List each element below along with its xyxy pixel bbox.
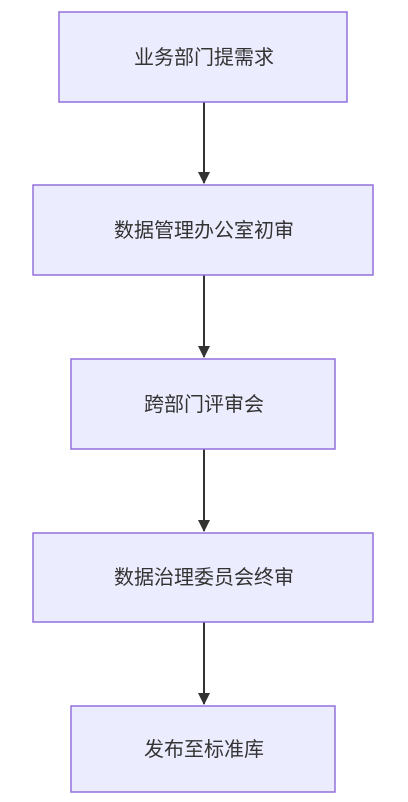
flow-node-5-box: [70, 705, 336, 793]
flow-node-2-label: 数据管理办公室初审: [114, 218, 294, 242]
flow-node-2-box: [32, 184, 374, 276]
flow-node-1-box: [58, 11, 348, 103]
flow-node-4-label: 数据治理委员会终审: [114, 565, 294, 589]
flow-node-1-label: 业务部门提需求: [134, 45, 274, 69]
flow-node-4: 数据治理委员会终审: [32, 532, 374, 623]
flow-node-3-label: 跨部门评审会: [144, 392, 264, 416]
flow-node-1: 业务部门提需求: [58, 11, 348, 103]
flow-node-3: 跨部门评审会: [70, 358, 336, 450]
flow-node-3-box: [70, 358, 336, 450]
flow-node-5-label: 发布至标准库: [144, 737, 264, 761]
flow-node-4-box: [32, 532, 374, 623]
flow-node-2: 数据管理办公室初审: [32, 184, 374, 276]
flow-node-5: 发布至标准库: [70, 705, 336, 793]
